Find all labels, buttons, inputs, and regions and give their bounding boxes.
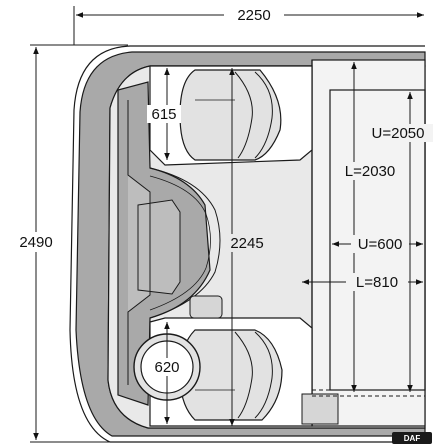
dashboard-contour [127,100,181,385]
dim-seat-depth: 615 [151,106,176,123]
daf-logo: DAF [392,432,432,444]
dim-upper-bunk-width: U=600 [358,236,403,253]
dim-overall-width: 2250 [237,7,270,24]
console-box [189,295,223,319]
dim-lower-bunk-length: L=2030 [345,163,395,180]
svg-text:DAF: DAF [404,434,421,443]
dim-seat-width: 620 [154,359,179,376]
seat-top [179,69,282,161]
bunk-step [301,393,339,425]
dim-interior-length: 2245 [230,235,263,252]
dim-lower-bunk-width: L=810 [356,274,398,291]
console-edge-inner [149,175,211,311]
dim-upper-bunk-length: U=2050 [372,125,425,142]
cab-outer-outline [69,45,425,443]
dim-overall-length: 2490 [19,234,52,251]
